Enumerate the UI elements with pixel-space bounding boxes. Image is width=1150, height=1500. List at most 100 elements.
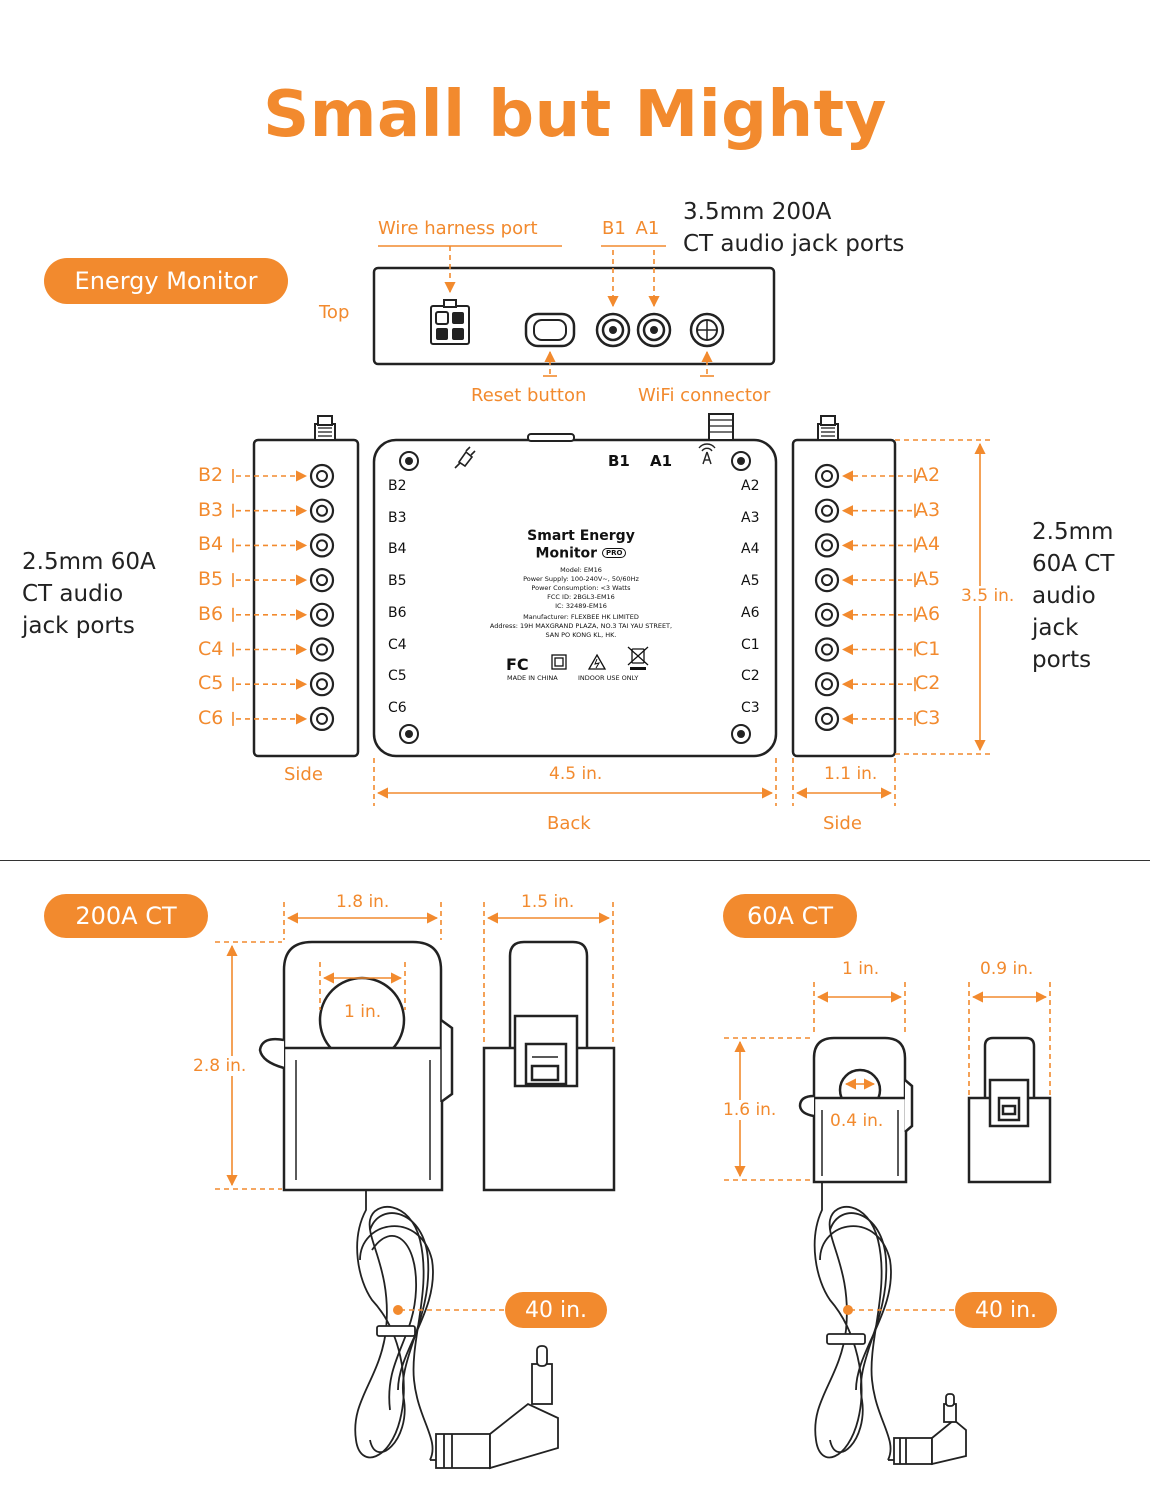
back-antenna-icon <box>708 413 734 441</box>
port-label: B6 <box>198 602 224 625</box>
back-label: Back <box>547 813 591 834</box>
port-label: C5 <box>198 672 224 695</box>
right-ports-label-line: 2.5mm <box>1032 519 1114 545</box>
page-title: Small but Mighty <box>263 78 887 152</box>
port-label: C4 <box>198 637 224 660</box>
device-label-name1: Smart Energy <box>527 528 635 544</box>
right-ports-label-line: audio <box>1032 583 1096 609</box>
side-jack-icon <box>814 498 840 523</box>
port-label: A6 <box>915 602 941 625</box>
right-antenna-icon <box>817 415 839 441</box>
back-a1-label: A1 <box>650 452 673 470</box>
wire-harness-label: Wire harness port <box>378 218 538 239</box>
right-side-jacks <box>814 463 916 732</box>
wifi-connector-icon <box>689 312 725 348</box>
back-port-label: C5 <box>388 668 407 685</box>
port-label: C2 <box>915 672 941 695</box>
made-in-label: MADE IN CHINA <box>507 674 558 682</box>
device-label-name2-text: Monitor <box>535 545 598 562</box>
depth-dimension: 1.1 in. <box>824 764 878 784</box>
device-label-line: Manufacturer: FLEXBEE HK LIMITED <box>523 612 639 621</box>
back-port-label: C2 <box>741 668 760 685</box>
right-side-label: Side <box>823 813 862 834</box>
device-label-line: IC: 32489-EM16 <box>555 601 607 610</box>
ct200-front-view <box>258 940 454 1192</box>
device-label-name2: Monitor PRO <box>488 545 674 563</box>
weee-icon <box>627 646 649 670</box>
left-ports-label-line: CT audio <box>22 581 124 607</box>
ct200-hole-dim: 1 in. <box>344 1002 382 1022</box>
ct60-height-dim: 1.6 in. <box>723 1100 777 1120</box>
top-view-label: Top <box>319 302 350 323</box>
device-label-line: FCC ID: 2BGL3-EM16 <box>547 592 615 601</box>
device-label-line: Model: EM16 <box>560 565 602 574</box>
ct200-ports-label-line2: CT audio jack ports <box>683 231 905 257</box>
port-label: B5 <box>198 568 224 591</box>
side-jack-icon <box>814 533 840 558</box>
side-jack-icon <box>309 533 335 558</box>
ct200-cable-length: 40 in. <box>505 1292 607 1328</box>
back-b1-label: B1 <box>608 452 630 470</box>
wifi-connector-label: WiFi connector <box>638 385 771 406</box>
device-label-line: Power Supply: 100-240V~, 50/60Hz <box>523 574 639 583</box>
device-label-line: SAN PO KONG KL, HK. <box>545 630 617 639</box>
ct200-width-dim: 1.8 in. <box>336 892 390 912</box>
device-label: Smart Energy Monitor PRO Model: EM16 Pow… <box>488 528 674 640</box>
ct60-badge: 60A CT <box>723 894 857 938</box>
fcc-icon: FC <box>506 655 529 674</box>
left-antenna-icon <box>314 415 336 441</box>
reset-button-label: Reset button <box>471 385 587 406</box>
back-port-label: B6 <box>388 604 407 621</box>
side-jack-icon <box>814 463 840 489</box>
side-jack-icon <box>309 463 335 489</box>
back-port-label: B4 <box>388 541 407 558</box>
ct200-ports-label-line1: 3.5mm 200A <box>683 199 832 225</box>
left-ports-label-line: 2.5mm 60A <box>22 549 156 575</box>
left-ports-label-line: jack ports <box>22 613 135 639</box>
ct200-depth-dim: 1.5 in. <box>521 892 575 912</box>
side-jack-icon <box>309 567 335 593</box>
monitor-back-view: FC <box>372 413 778 758</box>
side-jack-icon <box>814 567 840 593</box>
back-port-label: C1 <box>741 636 760 653</box>
screw-icon <box>399 451 751 744</box>
ct200-badge: 200A CT <box>44 894 208 938</box>
port-label: C1 <box>915 637 941 660</box>
pro-badge: PRO <box>601 548 627 558</box>
a1-jack-icon <box>636 312 672 348</box>
ct60-dimensions <box>724 982 1051 1315</box>
ct60-depth-dim: 0.9 in. <box>980 959 1034 979</box>
svg-text:FC: FC <box>506 655 529 674</box>
back-port-label: B5 <box>388 573 407 590</box>
ct60-width-dim: 1 in. <box>842 959 880 979</box>
monitor-left-side-view <box>252 415 360 758</box>
right-ports-label-line: ports <box>1032 647 1092 673</box>
back-port-label: C6 <box>388 699 407 716</box>
ct60-cable <box>813 1182 967 1466</box>
monitor-right-side-view <box>791 415 897 758</box>
reset-button-icon <box>524 312 576 348</box>
height-dimension: 3.5 in. <box>961 586 1015 606</box>
wire-harness-port-icon <box>430 299 470 345</box>
port-label: C3 <box>915 706 941 729</box>
double-insulation-icon <box>551 654 567 670</box>
port-label: B3 <box>198 498 224 521</box>
right-ports-label-line: 60A CT <box>1032 551 1115 577</box>
plug-icon <box>454 446 476 469</box>
b1-jack-icon <box>595 312 631 348</box>
port-label: C6 <box>198 706 224 729</box>
side-jack-icon <box>309 602 335 627</box>
side-jack-icon <box>309 498 335 523</box>
side-jack-icon <box>309 672 335 697</box>
right-ports-label-line: jack <box>1032 615 1079 641</box>
left-side-label: Side <box>284 764 323 785</box>
side-jack-icon <box>814 672 840 697</box>
device-label-line: Power Consumption: <3 Watts <box>531 583 631 592</box>
side-jack-icon <box>309 637 335 662</box>
back-port-label: A4 <box>741 541 760 558</box>
ct200-height-dim: 2.8 in. <box>193 1056 247 1076</box>
ct200-side-view <box>482 940 616 1192</box>
antenna-symbol-icon <box>698 443 716 465</box>
back-port-label: B2 <box>388 478 407 494</box>
back-port-label: A2 <box>741 478 760 494</box>
